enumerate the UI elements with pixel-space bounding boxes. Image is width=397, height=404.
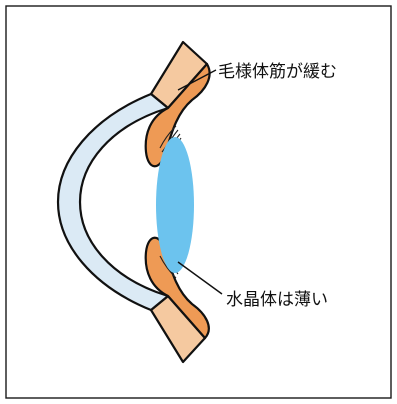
lens-label: 水晶体は薄い bbox=[226, 290, 328, 310]
lens-leader-line bbox=[178, 262, 222, 294]
crystalline-lens bbox=[156, 137, 194, 273]
ciliary-muscle-label: 毛様体筋が緩む bbox=[218, 62, 337, 82]
